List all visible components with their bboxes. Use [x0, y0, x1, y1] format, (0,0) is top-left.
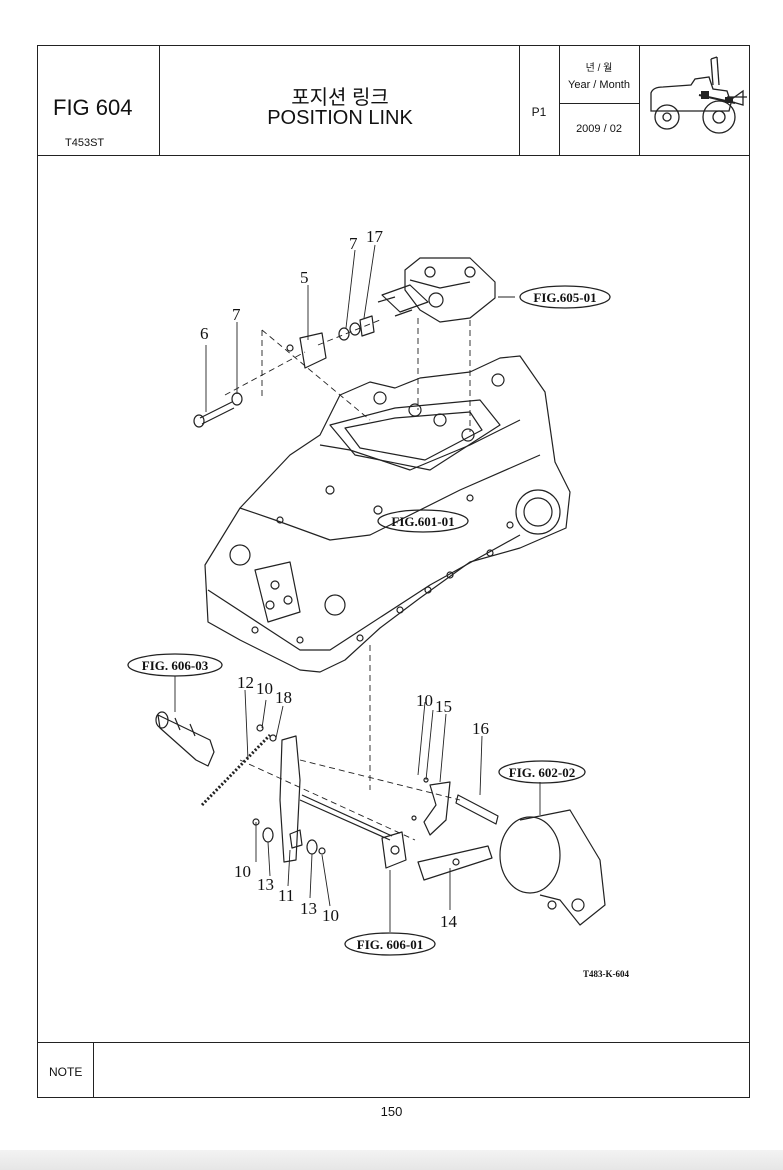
divider — [93, 1043, 94, 1097]
part-number-7: 7 — [232, 305, 241, 324]
leader-lines — [174, 244, 541, 932]
housing-body — [204, 355, 571, 673]
part-16-pin — [455, 794, 499, 825]
control-valve-block — [377, 257, 496, 323]
part-number-15: 15 — [435, 697, 452, 716]
control-rod — [299, 799, 391, 841]
tractor-icon — [650, 56, 747, 134]
part-number-10: 10 — [234, 862, 251, 881]
part-17-plate — [359, 315, 375, 337]
fig-606-03-pin — [155, 711, 215, 767]
part-7-washer — [338, 327, 350, 341]
reference-fig-605-01: FIG.605-01 — [533, 290, 596, 305]
note-label: NOTE — [49, 1065, 83, 1079]
part-13-bushing — [262, 827, 274, 843]
part-number-10: 10 — [416, 691, 433, 710]
page-number: 150 — [380, 1104, 403, 1119]
part-number-11: 11 — [278, 886, 294, 905]
part-14-plate — [417, 845, 493, 881]
part-15-arm — [423, 781, 451, 836]
reference-fig-602-02: FIG. 602-02 — [509, 765, 575, 780]
reference-fig-601-01: FIG.601-01 — [391, 514, 454, 529]
page-frame — [37, 45, 750, 1098]
part-number-10: 10 — [322, 906, 339, 925]
title-english: POSITION LINK — [267, 107, 413, 129]
part-number-13: 13 — [257, 875, 274, 894]
year-month-label: Year / Month — [568, 79, 630, 91]
year-month-label-korean: 년 / 월 — [585, 63, 613, 74]
part-number-16: 16 — [472, 719, 489, 738]
fig-606-01-arm — [381, 831, 407, 869]
exploded-parts-diagram: 5 6 7 7 17 12 10 18 10 15 16 10 13 11 13… — [127, 227, 629, 979]
part-number-18: 18 — [275, 688, 292, 707]
part-12-spring — [200, 733, 272, 807]
drawing-code: T483-K-604 — [583, 969, 629, 979]
divider — [559, 45, 560, 155]
part-number-7: 7 — [349, 234, 358, 253]
part-number-17: 17 — [366, 227, 384, 246]
title-korean: 포지션 링크 — [291, 87, 389, 109]
divider — [519, 45, 520, 155]
revision-date: 2009 / 02 — [576, 123, 622, 135]
figure-code: FIG 604 — [53, 95, 133, 120]
page-code: P1 — [531, 105, 547, 119]
reference-fig-606-01: FIG. 606-01 — [357, 937, 423, 952]
fig-602-02-cam — [499, 809, 606, 926]
note-row: NOTE — [37, 1042, 750, 1098]
assembly-lines — [224, 318, 471, 841]
part-5-bracket — [299, 332, 327, 369]
scan-edge — [0, 1150, 783, 1170]
part-number-12: 12 — [237, 673, 254, 692]
part-number-6: 6 — [200, 324, 209, 343]
part-number-14: 14 — [440, 912, 458, 931]
divider — [559, 103, 639, 104]
part-number-5: 5 — [300, 268, 309, 287]
part-11-lever — [279, 735, 301, 863]
divider — [159, 45, 160, 155]
header: FIG 604 T453ST 포지션 링크 POSITION LINK P1 년… — [37, 45, 750, 156]
model-code: T453ST — [65, 137, 105, 149]
reference-fig-606-03: FIG. 606-03 — [142, 658, 209, 673]
part-number-10: 10 — [256, 679, 273, 698]
divider — [639, 45, 640, 155]
part-6-bolt — [199, 401, 235, 425]
part-number-13: 13 — [300, 899, 317, 918]
